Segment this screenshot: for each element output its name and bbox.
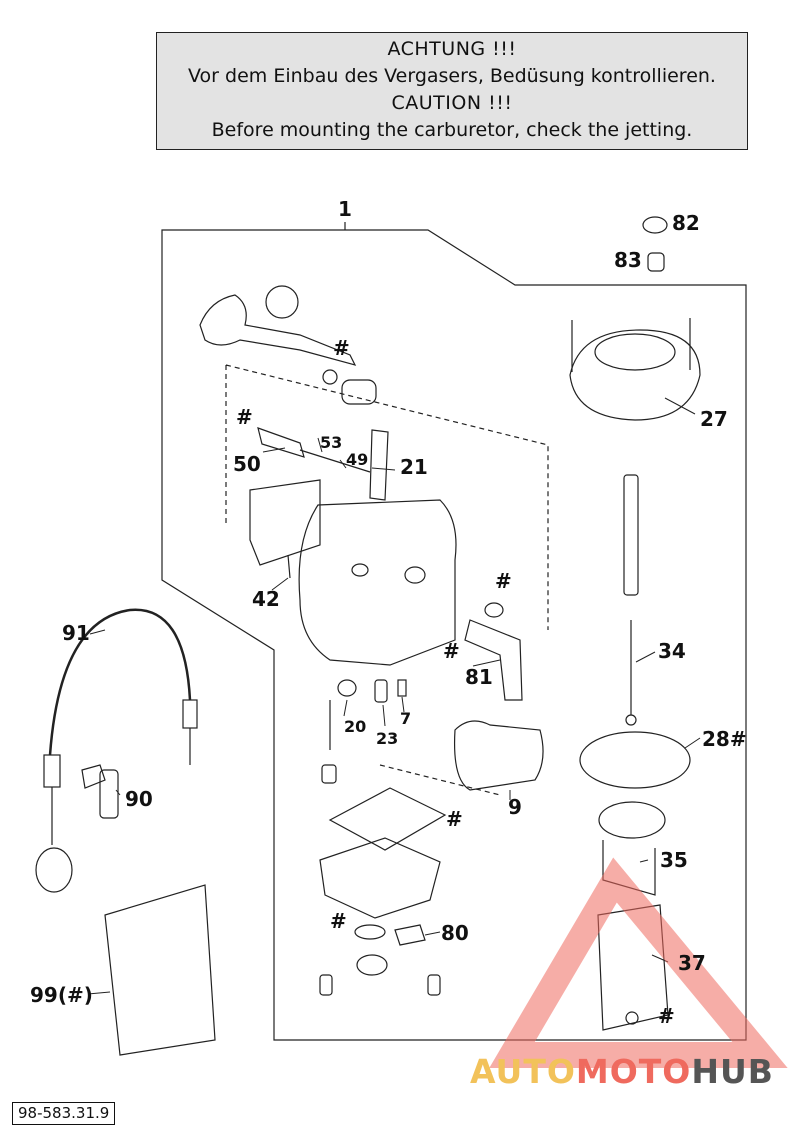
label-28: 28#: [702, 727, 747, 751]
label-81: 81: [465, 665, 493, 689]
diagram-part-number: 98-583.31.9: [12, 1102, 116, 1125]
watermark-moto: MOTO: [575, 1052, 692, 1091]
label-27: 27: [700, 407, 728, 431]
throttle-disc: [265, 285, 299, 319]
label-83: 83: [614, 248, 642, 272]
caution-notice: ACHTUNG !!! Vor dem Einbau des Vergasers…: [156, 32, 748, 150]
hash-marker: #: [333, 336, 350, 360]
jet-50: [257, 427, 305, 458]
diaphragm-28: [579, 731, 691, 789]
jet-kit-bag-99: [104, 884, 216, 1056]
label-23: 23: [376, 729, 399, 748]
label-9: 9: [508, 795, 522, 819]
label-37: 37: [678, 951, 706, 975]
label-53: 53: [320, 433, 343, 452]
carburetor-body: [298, 499, 457, 666]
throttle-linkage-part: [199, 294, 357, 366]
notice-text-de: Vor dem Einbau des Vergasers, Bedüsung k…: [188, 65, 716, 87]
label-7: 7: [400, 709, 412, 728]
notice-heading-en: CAUTION !!!: [391, 92, 513, 114]
float-bowl-gasket: [328, 787, 447, 851]
label-99: 99(#): [30, 983, 93, 1007]
choke-81: [464, 619, 523, 701]
cable-91: [48, 608, 192, 756]
notice-text-en: Before mounting the carburetor, check th…: [211, 119, 693, 141]
label-21: 21: [400, 455, 428, 479]
float-9: [453, 720, 544, 791]
label-35: 35: [660, 848, 688, 872]
label-49: 49: [346, 450, 369, 469]
slide-ring: [598, 801, 666, 839]
hash-marker: #: [330, 909, 347, 933]
watermark-hub: HUB: [691, 1052, 774, 1091]
hash-marker: #: [658, 1004, 675, 1028]
hash-marker: #: [495, 569, 512, 593]
hash-marker: #: [446, 807, 463, 831]
sleeve-90: [99, 769, 119, 819]
watermark-auto: AUTO: [470, 1052, 576, 1091]
cable-knob: [35, 847, 73, 893]
hash-marker: #: [236, 405, 253, 429]
clip-82: [642, 216, 668, 234]
notice-heading-de: ACHTUNG !!!: [387, 38, 517, 60]
label-34: 34: [658, 639, 686, 663]
label-82: 82: [672, 211, 700, 235]
lever-21: [369, 429, 389, 501]
screw-42: [287, 554, 291, 579]
label-20: 20: [344, 717, 367, 736]
solenoid-part: [341, 379, 377, 405]
label-50: 50: [233, 452, 261, 476]
label-80: 80: [441, 921, 469, 945]
needle-holder: [623, 474, 639, 596]
watermark-triangle: [489, 857, 788, 1068]
dashed-group: [225, 364, 549, 630]
hash-marker: #: [443, 639, 460, 663]
float-bowl: [319, 837, 441, 919]
top-cap-27: [569, 329, 701, 421]
watermark-text: AUTOMOTOHUB: [470, 1052, 774, 1091]
label-91: 91: [62, 621, 90, 645]
cap-83: [647, 252, 665, 272]
label-1: 1: [338, 197, 352, 221]
label-90: 90: [125, 787, 153, 811]
label-42: 42: [252, 587, 280, 611]
